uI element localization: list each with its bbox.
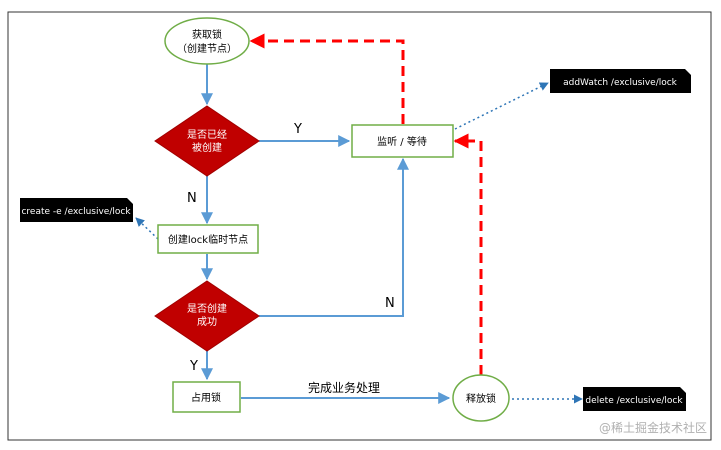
node-listen-wait-label: 监听 / 等待	[377, 135, 427, 148]
node-hold-lock	[172, 381, 241, 413]
notify-listen-to-acquire	[249, 33, 405, 124]
node-create-temp-label: 创建lock临时节点	[168, 233, 248, 246]
decision-success-line2: 成功	[197, 316, 217, 328]
callout-addwatch-text: addWatch /exclusive/lock	[563, 78, 678, 88]
callout-addwatch: addWatch /exclusive/lock	[550, 69, 691, 93]
decision-exists-line2: 被创建	[192, 141, 222, 154]
callout-create: create -e /exclusive/lock	[20, 198, 133, 222]
decision-success-line1: 是否创建	[187, 302, 227, 315]
notify-release-to-listen	[453, 133, 483, 375]
watermark: @稀土掘金技术社区	[599, 420, 707, 435]
node-release-label: 释放锁	[466, 392, 496, 405]
node-acquire-lock	[164, 17, 250, 65]
edge-label-yes-top: Y	[293, 122, 302, 137]
callout-create-text: create -e /exclusive/lock	[21, 207, 131, 217]
callout-link-addwatch	[454, 82, 549, 130]
node-acquire-line1: 获取锁	[192, 28, 222, 41]
edge-label-no-left: N	[187, 191, 197, 206]
node-acquire-line2: （创建节点）	[177, 42, 237, 55]
callout-delete: delete /exclusive/lock	[583, 387, 686, 411]
node-listen-wait	[351, 124, 454, 158]
node-hold-lock-label: 占用锁	[191, 391, 221, 404]
edge-label-business: 完成业务处理	[308, 380, 380, 395]
edge-label-yes-bottom: Y	[189, 359, 198, 374]
decision-create-success	[154, 280, 260, 352]
decision-already-exists	[154, 105, 260, 177]
decision-exists-line1: 是否已经	[187, 128, 227, 141]
node-create-temp	[157, 224, 259, 254]
edge-label-no-right: N	[385, 296, 395, 311]
arrow-success-no-to-listen	[259, 157, 409, 317]
callout-delete-text: delete /exclusive/lock	[585, 396, 683, 406]
node-release-lock	[452, 374, 510, 422]
callout-link-create	[135, 217, 159, 240]
